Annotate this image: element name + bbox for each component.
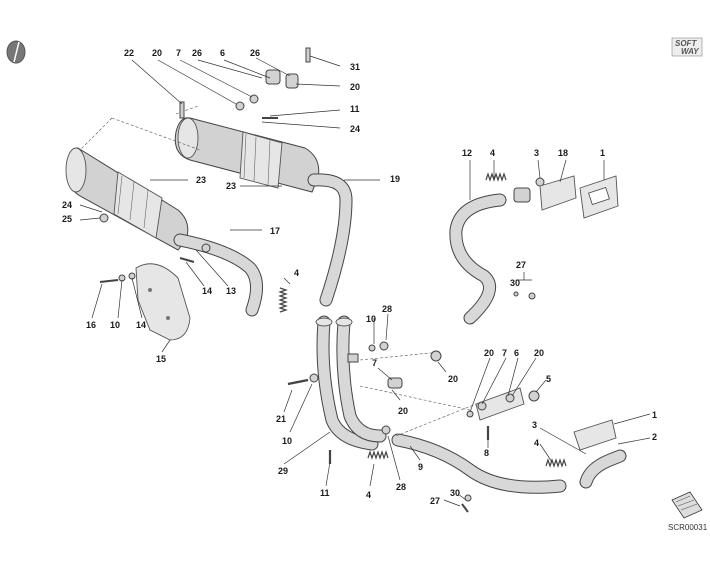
muffler-front [65, 147, 189, 251]
callout-1: 1 [600, 148, 605, 158]
callout-24-b: 24 [62, 200, 72, 210]
callout-6-b: 6 [514, 348, 519, 358]
callout-4-d: 4 [366, 490, 371, 500]
muffler-rear [174, 117, 320, 193]
callout-16: 16 [86, 320, 96, 330]
outlet-elbow-2 [579, 449, 627, 489]
callout-13: 13 [226, 286, 236, 296]
lower-hardware [287, 341, 540, 513]
heat-shield-15 [135, 263, 191, 341]
callout-11-b: 11 [320, 488, 330, 498]
callout-11: 11 [350, 104, 360, 114]
document-icon [671, 491, 703, 519]
callout-23-b: 23 [226, 181, 236, 191]
callout-1-b: 1 [652, 410, 657, 420]
callout-27-b: 27 [430, 496, 440, 506]
callout-8: 8 [484, 448, 489, 458]
spring-4-right-top [485, 172, 507, 182]
spring-4-top [278, 287, 288, 313]
callout-28: 28 [382, 304, 392, 314]
callout-24: 24 [350, 124, 360, 134]
pipe-9 [391, 433, 567, 494]
callout-20-b: 20 [350, 82, 360, 92]
spring-4-bottom [367, 450, 389, 460]
callout-29: 29 [278, 466, 288, 476]
callout-6: 6 [220, 48, 225, 58]
callout-3: 3 [534, 148, 539, 158]
callout-19: 19 [390, 174, 400, 184]
callout-labels: 22 20 7 26 6 26 31 20 11 24 19 23 23 24 … [62, 48, 657, 506]
callout-7-b: 7 [372, 358, 377, 368]
spring-4-right-bottom [545, 458, 567, 468]
pipe-19 [307, 173, 353, 307]
callout-14: 14 [202, 286, 212, 296]
callout-30: 30 [510, 278, 520, 288]
callout-26: 26 [192, 48, 202, 58]
twin-pipes-29 [315, 315, 387, 451]
leader-lines [79, 55, 651, 507]
callout-9: 9 [418, 462, 423, 472]
callout-4-c: 4 [534, 438, 539, 448]
reference-code: SCR00031 [668, 523, 708, 532]
callout-26-b: 26 [250, 48, 260, 58]
top-hardware [99, 47, 311, 283]
callout-18: 18 [558, 148, 568, 158]
logo-bottom-text: WAY [681, 47, 699, 56]
softway-logo: SOFT WAY [671, 37, 703, 57]
callout-10-b: 10 [366, 314, 376, 324]
callout-28-b: 28 [396, 482, 406, 492]
callout-10: 10 [110, 320, 120, 330]
callout-4-b: 4 [490, 148, 495, 158]
callout-21: 21 [276, 414, 286, 424]
callout-20-c: 20 [448, 374, 458, 384]
callout-10-c: 10 [282, 436, 292, 446]
callout-22: 22 [124, 48, 134, 58]
callout-20: 20 [152, 48, 162, 58]
callout-20-e: 20 [484, 348, 494, 358]
bolt-30-top [528, 292, 536, 300]
callout-25: 25 [62, 214, 72, 224]
callout-23: 23 [196, 175, 206, 185]
assembly-guide-lines-bottom [359, 351, 477, 437]
callout-12: 12 [462, 148, 472, 158]
callout-14-b: 14 [136, 320, 146, 330]
callout-7: 7 [176, 48, 181, 58]
header-pipe-12 [449, 193, 507, 325]
logo-top-text: SOFT [675, 39, 697, 48]
callout-15: 15 [156, 354, 166, 364]
callout-30-b: 30 [450, 488, 460, 498]
callout-17: 17 [270, 226, 280, 236]
gasket-1-bottom [573, 419, 617, 451]
callout-31: 31 [350, 62, 360, 72]
callout-27: 27 [516, 260, 526, 270]
assembly-guide-lines-top [79, 105, 201, 151]
flange-18 [539, 175, 577, 211]
callout-3-b: 3 [532, 420, 537, 430]
callout-5: 5 [546, 374, 551, 384]
callout-20-d: 20 [398, 406, 408, 416]
callout-4: 4 [294, 268, 299, 278]
corner-emblem-icon [6, 40, 26, 64]
coupler-3-top [513, 187, 531, 203]
callout-2: 2 [652, 432, 657, 442]
callout-7-c: 7 [502, 348, 507, 358]
callout-20-f: 20 [534, 348, 544, 358]
